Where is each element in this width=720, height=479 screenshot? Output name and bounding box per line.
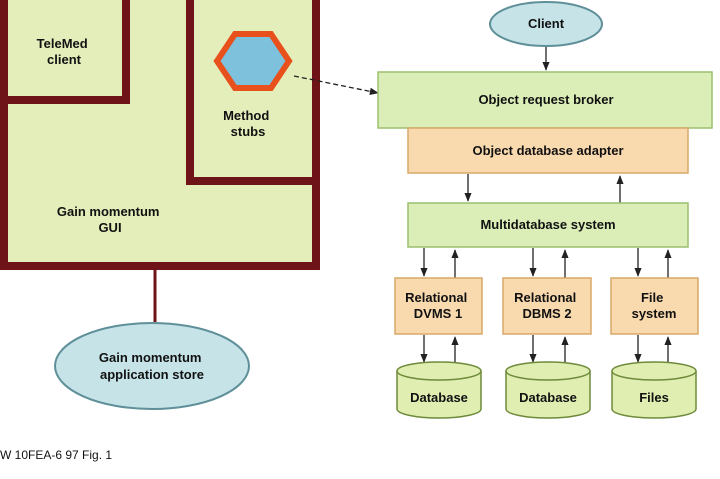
object-request-broker: Object request broker [377, 71, 713, 129]
orb-box [377, 71, 713, 129]
stubs-to-orb-arrow [293, 75, 379, 95]
backend-3-storage-label: Files [639, 390, 669, 405]
backend-relational-dvms-1: Relational DVMS 1 Database [394, 248, 483, 419]
client: Client [489, 1, 603, 47]
backend-2-database-cylinder-icon [505, 371, 591, 419]
object-database-adapter: Object database adapter [407, 127, 689, 174]
backend-relational-dbms-2: Relational DBMS 2 Database [502, 248, 592, 419]
multidatabase-label: Multidatabase system [480, 217, 615, 232]
backend-1-label: Relational DVMS 1 [405, 290, 471, 321]
backend-file-system: File system Files [610, 248, 699, 419]
application-store-ellipse [54, 322, 250, 410]
telemed-client-pane [0, 0, 130, 104]
client-ellipse [489, 1, 603, 47]
application-store: Gain momentum application store [54, 322, 250, 410]
backend-2-box [502, 277, 592, 335]
adapter-box [407, 127, 689, 174]
method-stubs-label: Method stubs [223, 108, 273, 139]
backend-1-database-cylinder-icon [396, 371, 482, 419]
multidatabase-system: Multidatabase system [407, 202, 689, 248]
backend-2-database-cylinder-top [505, 361, 591, 381]
method-stubs-hexagon-icon [213, 31, 293, 91]
backend-3-files-cylinder-top [611, 361, 697, 381]
backend-3-box [610, 277, 699, 335]
backend-1-storage-label: Database [410, 390, 468, 405]
figure-caption: W 10FEA-6 97 Fig. 1 [0, 448, 112, 462]
orb-label: Object request broker [478, 92, 613, 107]
backend-3-label: File system [632, 290, 677, 321]
gain-momentum-gui-label: Gain momentum GUI [57, 204, 163, 235]
backend-1-database-cylinder-top [396, 361, 482, 381]
backend-3-files-cylinder-icon [611, 371, 697, 419]
gui-panel: TeleMed client Method stubs Gain momentu… [0, 0, 320, 270]
application-store-label: Gain momentum application store [99, 350, 205, 382]
client-label: Client [528, 16, 565, 31]
backend-2-label: Relational DBMS 2 [514, 290, 580, 321]
multidatabase-box [407, 202, 689, 248]
telemed-client-label: TeleMed client [37, 36, 92, 67]
backend-2-storage-label: Database [519, 390, 577, 405]
backend-1-box [394, 277, 483, 335]
adapter-label: Object database adapter [473, 143, 624, 158]
